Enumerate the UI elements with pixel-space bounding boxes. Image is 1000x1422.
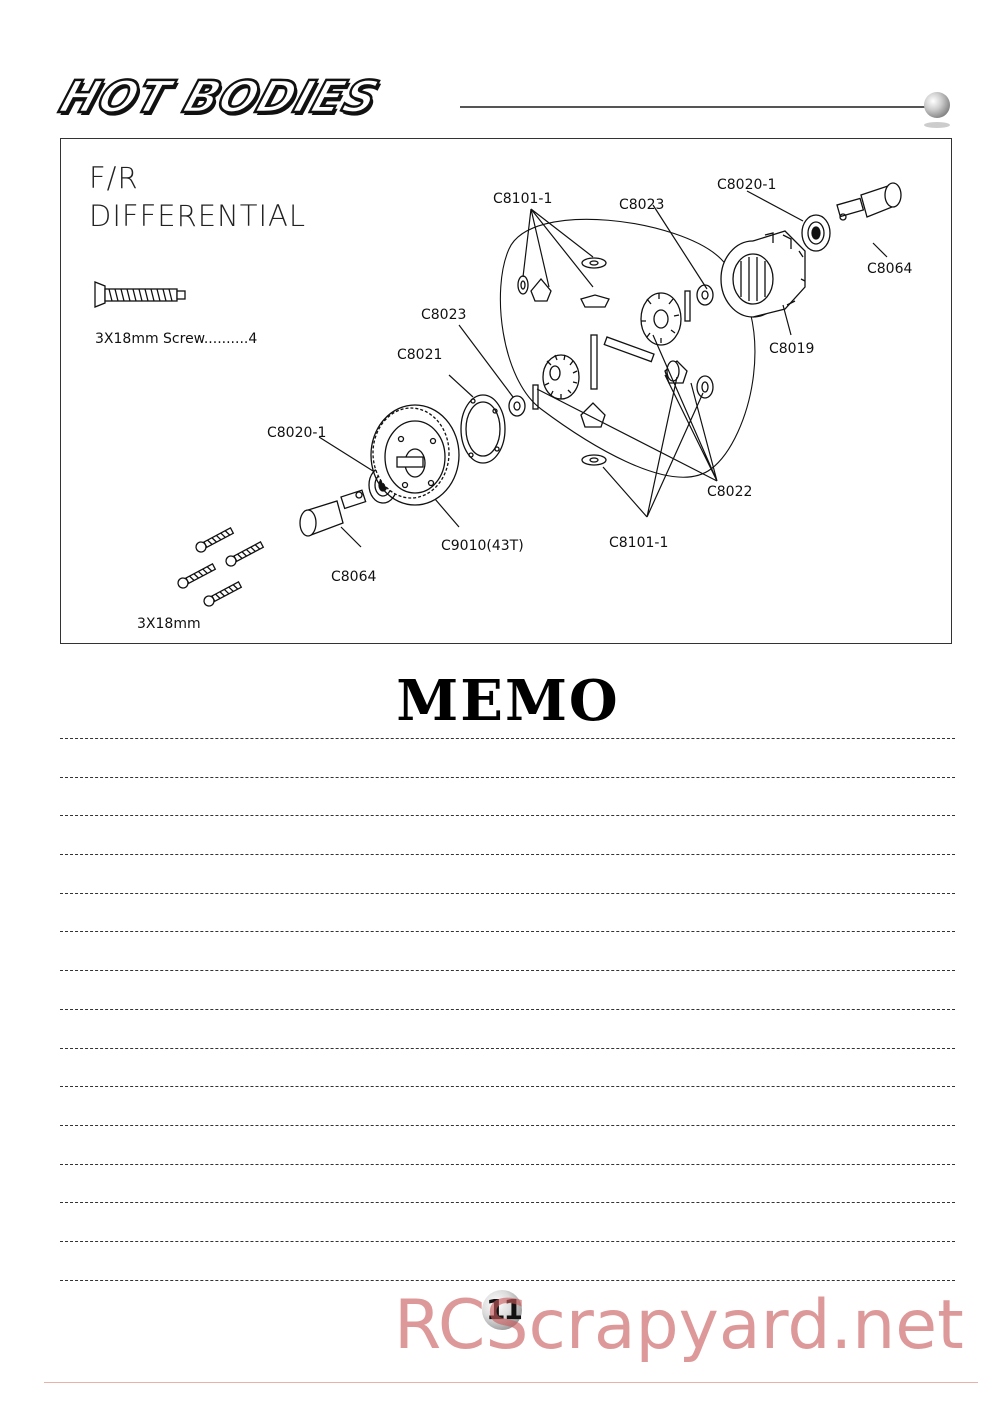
small-screws-icon bbox=[177, 527, 265, 607]
screw-icon bbox=[94, 281, 186, 308]
gasket-icon bbox=[460, 394, 506, 464]
memo-line bbox=[60, 776, 955, 816]
page-number: 11 bbox=[486, 1293, 523, 1326]
memo-line bbox=[60, 1086, 955, 1125]
header-ball-shadow bbox=[924, 122, 950, 128]
memo-line bbox=[60, 970, 955, 1009]
memo-line bbox=[60, 854, 955, 893]
diagram-title: F/R DIFFERENTIAL bbox=[89, 159, 306, 235]
right-outdrive-cup-icon bbox=[836, 182, 902, 221]
diagram-title-line2: DIFFERENTIAL bbox=[89, 199, 306, 233]
memo-line bbox=[60, 1202, 955, 1241]
pin-icon bbox=[532, 384, 539, 410]
washer-icon bbox=[508, 395, 526, 417]
memo-line bbox=[60, 1240, 955, 1280]
label-c8019: C8019 bbox=[769, 341, 814, 357]
exploded-parts-drawing: C8101-1 C8023 C8020-1 C8064 C8019 C8023 … bbox=[94, 177, 912, 632]
memo-line bbox=[60, 1124, 955, 1164]
assembly-outline bbox=[499, 218, 756, 478]
page-header: HOT BODIES bbox=[0, 0, 1000, 135]
diagram-title-line1: F/R bbox=[89, 161, 139, 195]
label-c9010: C9010(43T) bbox=[441, 538, 524, 554]
label-c8020-1-left: C8020-1 bbox=[267, 425, 326, 441]
memo-line bbox=[60, 1279, 955, 1319]
brand-logo: HOT BODIES bbox=[52, 71, 386, 125]
memo-line bbox=[60, 1163, 955, 1203]
label-c8064-left: C8064 bbox=[331, 569, 376, 585]
memo-line bbox=[60, 1008, 955, 1048]
page-ball-icon bbox=[482, 1290, 522, 1330]
label-c8022: C8022 bbox=[707, 484, 752, 500]
memo-title: MEMO bbox=[396, 668, 620, 734]
header-rule bbox=[460, 106, 930, 108]
label-c8023-top: C8023 bbox=[619, 197, 664, 213]
left-outdrive-cup-icon bbox=[299, 489, 367, 537]
header-ball-icon bbox=[924, 92, 950, 118]
memo-writing-lines bbox=[60, 738, 955, 1318]
label-c8020-1-top: C8020-1 bbox=[717, 177, 776, 193]
differential-case-icon bbox=[720, 230, 806, 318]
footer-rule bbox=[44, 1382, 978, 1383]
memo-line bbox=[60, 738, 955, 777]
differential-gears-icon bbox=[530, 277, 691, 428]
leader-lines bbox=[318, 190, 888, 548]
label-c8064-right: C8064 bbox=[867, 261, 912, 277]
screw-caption: 3X18mm Screw..........4 bbox=[95, 331, 257, 347]
screw-group-caption: 3X18mm bbox=[137, 616, 201, 632]
label-c8101-1-bottom: C8101-1 bbox=[609, 535, 668, 551]
memo-line bbox=[60, 1047, 955, 1087]
memo-line bbox=[60, 931, 955, 970]
watermark: RCScrapyard.net bbox=[394, 1286, 964, 1365]
page-number-badge: 11 bbox=[482, 1290, 532, 1340]
label-c8021: C8021 bbox=[397, 347, 442, 363]
thrust-washers-icon bbox=[517, 257, 714, 466]
label-c8023-left: C8023 bbox=[421, 307, 466, 323]
memo-line bbox=[60, 815, 955, 854]
memo-line bbox=[60, 892, 955, 932]
differential-diagram: F/R DIFFERENTIAL bbox=[60, 138, 952, 644]
right-bearing-icon bbox=[801, 214, 831, 252]
spur-gear-icon bbox=[370, 404, 460, 506]
label-c8101-1-top: C8101-1 bbox=[493, 191, 552, 207]
